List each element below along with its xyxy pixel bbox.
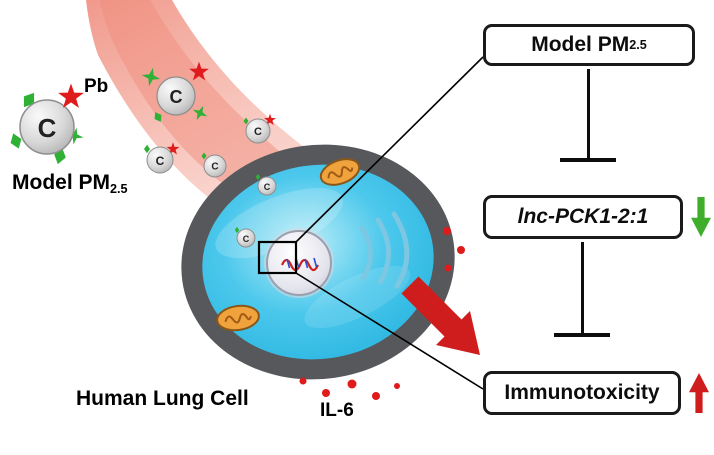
- inhibition-line-2: [581, 242, 584, 334]
- red-dot: [457, 246, 465, 254]
- flow-box2-label: lnc-PCK1-2:1: [517, 205, 649, 228]
- model-pm-left-label: Model PM2.5: [12, 171, 128, 196]
- pm-particle-small: C: [201, 152, 227, 178]
- er-arcs: [359, 211, 410, 289]
- pm-particle-medium: C: [139, 61, 211, 124]
- particle-letter: C: [254, 126, 262, 138]
- model-pm-left-subscript: 2.5: [110, 182, 128, 197]
- model-pm-left-text: Model PM: [12, 171, 110, 194]
- carbon-core: [19, 99, 75, 155]
- flow-box1-label: Model PM: [531, 33, 630, 56]
- particle-letter: C: [211, 162, 218, 173]
- nucleus-body: [266, 230, 332, 296]
- il6-text: IL-6: [320, 400, 354, 421]
- zoom-line-bottom: [295, 272, 484, 390]
- carbon-core: [245, 118, 271, 144]
- zoom-line-top: [295, 56, 484, 243]
- particle-letter: C: [243, 234, 250, 244]
- red-dot: [444, 264, 452, 272]
- red-dot: [372, 392, 380, 400]
- cristae: [327, 166, 354, 179]
- mitochondrion: [216, 304, 260, 332]
- red-dot: [443, 227, 451, 235]
- flow-box-immunotoxicity: Immunotoxicity: [483, 371, 681, 415]
- carbon-core: [203, 154, 227, 178]
- er-arc: [391, 211, 410, 289]
- cytoplasm-gloss: [304, 265, 411, 329]
- er-arc: [375, 217, 391, 285]
- green-diamond-icon: [144, 144, 150, 154]
- inhibition-t-bar-1: [560, 158, 616, 162]
- er-arc: [359, 225, 373, 281]
- particle-letter: C: [38, 113, 57, 143]
- inhibition-line-1: [587, 69, 590, 159]
- particle-letter: C: [156, 154, 165, 168]
- zoom-rect: [257, 240, 298, 275]
- cytokine-dots-il6: [299, 377, 400, 400]
- carbon-core: [236, 228, 256, 248]
- pm-particle-large: C: [7, 83, 85, 166]
- flow-box1-subscript: 2.5: [629, 38, 647, 52]
- pb-label: Pb: [84, 76, 108, 98]
- pm-particle-small: C: [144, 142, 180, 174]
- carbon-core: [257, 176, 277, 196]
- mitochondrion: [319, 158, 361, 186]
- pm-particle-entering: C: [255, 173, 277, 196]
- il6-label: IL-6: [320, 400, 354, 422]
- nucleus: [264, 228, 334, 298]
- flow-box3-label: Immunotoxicity: [504, 381, 660, 404]
- red-dot: [299, 377, 307, 385]
- red-dot: [394, 383, 400, 389]
- particle-letter: C: [264, 182, 271, 192]
- red-dot: [347, 379, 357, 389]
- dna-strand: [280, 258, 320, 272]
- cristae: [224, 313, 252, 324]
- cytokine-dots-right: [443, 227, 465, 272]
- pm-particle-small: C: [243, 113, 276, 144]
- flow-box-lnc-pck1: lnc-PCK1-2:1: [483, 195, 683, 239]
- inhibition-t-bar-2: [554, 333, 610, 337]
- red-dot: [322, 389, 330, 397]
- pb-text: Pb: [84, 76, 109, 97]
- human-lung-cell-text: Human Lung Cell: [76, 387, 249, 410]
- carbon-core: [156, 76, 196, 116]
- human-lung-cell-label: Human Lung Cell: [76, 387, 249, 411]
- red-block-arrow-icon: [401, 276, 480, 355]
- particle-letter: C: [170, 87, 183, 107]
- pm-particle-internalized: C: [234, 226, 256, 248]
- carbon-core: [146, 146, 174, 174]
